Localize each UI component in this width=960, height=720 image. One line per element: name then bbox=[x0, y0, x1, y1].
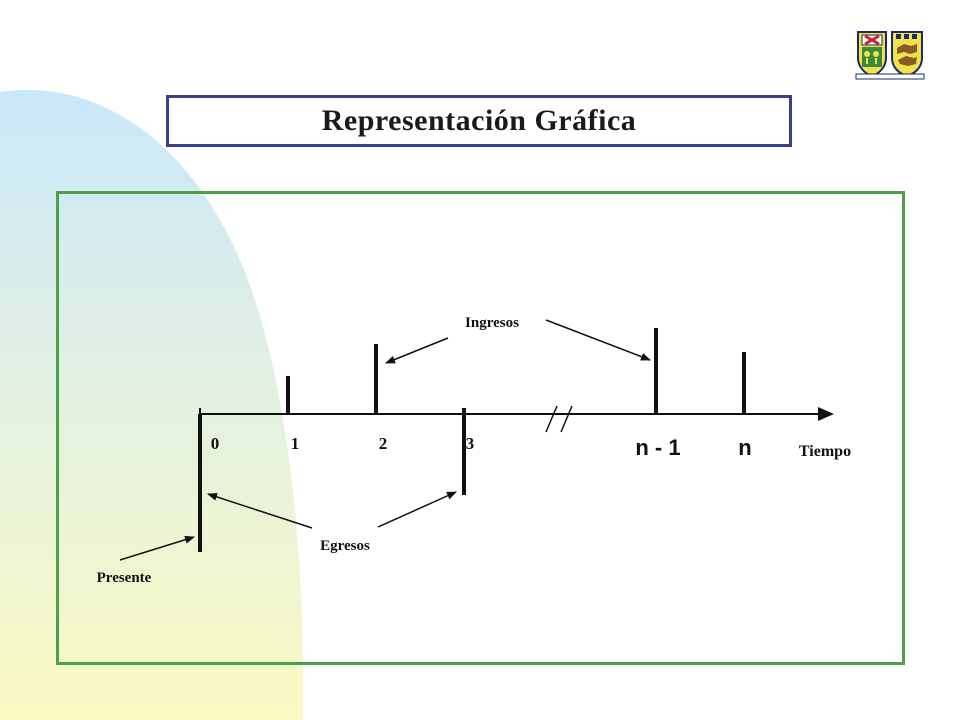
annotation-present: Presente bbox=[97, 570, 152, 586]
arrow-expenses-to-period-3 bbox=[377, 491, 457, 528]
arrow-income-to-period-2 bbox=[385, 337, 449, 364]
tick-label-n-minus-1: n - 1 bbox=[635, 435, 680, 460]
university-crest-icon bbox=[855, 31, 925, 80]
page-title: Representación Gráfica bbox=[321, 104, 637, 137]
tick-label-3: 3 bbox=[466, 434, 475, 453]
axis-label-time: Tiempo bbox=[799, 443, 851, 460]
time-axis-arrowhead bbox=[818, 407, 834, 421]
arrow-income-to-period-n-1 bbox=[545, 319, 651, 361]
annotation-expenses: Egresos bbox=[320, 538, 370, 554]
arrow-expenses-to-period-0 bbox=[207, 492, 313, 529]
tick-label-1: 1 bbox=[291, 434, 300, 453]
arrow-present-to-period-0 bbox=[119, 535, 195, 561]
axis-break-mark bbox=[560, 405, 573, 433]
axis-break-mark bbox=[545, 405, 558, 433]
annotation-income: Ingresos bbox=[465, 315, 519, 331]
diagram-frame bbox=[56, 191, 905, 665]
tick-label-0: 0 bbox=[211, 434, 220, 453]
tick-label-2: 2 bbox=[379, 434, 388, 453]
tick-label-n: n bbox=[738, 435, 751, 460]
title-box: Representación Gráfica bbox=[166, 95, 792, 147]
